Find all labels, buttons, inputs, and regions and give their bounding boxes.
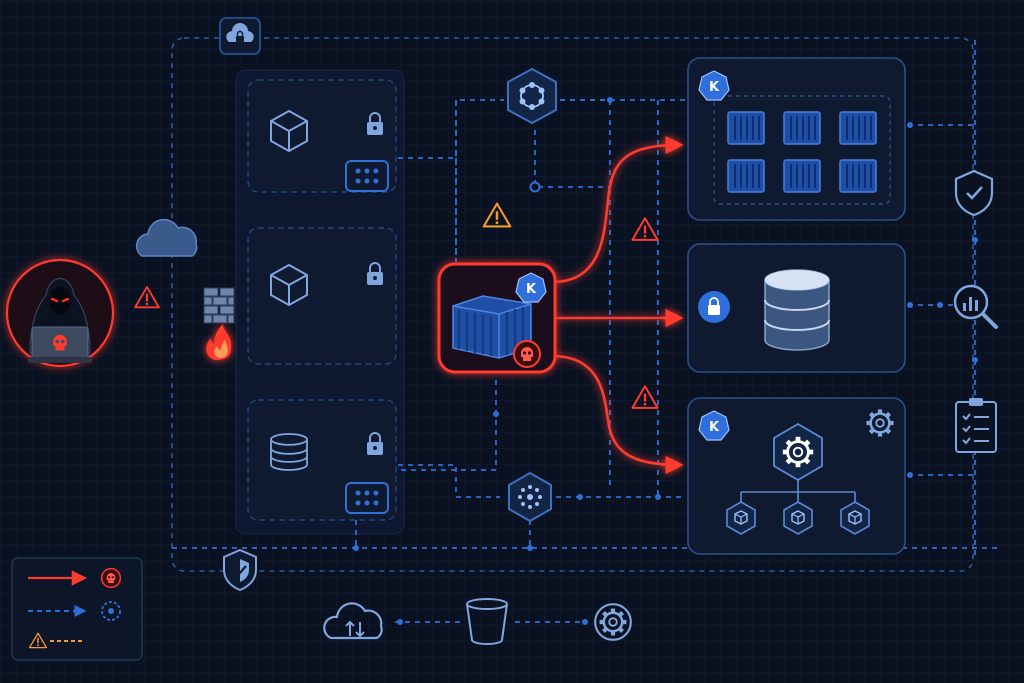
cube-icon: [840, 501, 870, 535]
cloud-icon: [135, 218, 198, 257]
storage-bucket-icon[interactable]: [466, 598, 508, 645]
dots-grid-icon: [345, 482, 389, 514]
skull-icon: [100, 567, 122, 589]
target-database-store[interactable]: [687, 243, 906, 373]
firewall-on-fire-icon[interactable]: [203, 287, 235, 360]
skull-icon: [53, 334, 67, 351]
shield-check-icon[interactable]: [954, 169, 994, 217]
legend-alert: [28, 632, 84, 649]
network-flow-nodes: [353, 97, 978, 625]
network-node-icon[interactable]: [508, 471, 552, 523]
shipping-container-icon: [452, 295, 532, 359]
legend: [11, 557, 143, 661]
legend-attack-path: [28, 567, 122, 589]
skull-icon: [513, 340, 541, 368]
checklist-icon[interactable]: [955, 398, 997, 453]
database-icon: [764, 269, 830, 351]
target-node-pool-cluster[interactable]: [687, 57, 906, 221]
lock-icon: [698, 291, 730, 323]
cube-icon: [726, 501, 756, 535]
cube-icon: [783, 501, 813, 535]
workload-panel-2[interactable]: [247, 227, 397, 365]
cloud-sync-icon[interactable]: [323, 602, 383, 640]
attack-paths-out: [551, 135, 684, 475]
attacker[interactable]: [5, 258, 115, 368]
legend-network-flow: [28, 601, 121, 621]
workload-panel-3[interactable]: [247, 399, 397, 521]
shield-check-icon: [223, 548, 257, 592]
cloud-lock-icon: [219, 17, 261, 55]
magnifier-chart-icon[interactable]: [953, 284, 998, 329]
target-control-plane[interactable]: [687, 397, 906, 555]
compromised-container[interactable]: [437, 262, 557, 374]
workload-panel-1[interactable]: [247, 79, 397, 193]
network-node-icon: [101, 601, 121, 621]
gear-icon[interactable]: [594, 603, 632, 641]
network-hub-icon[interactable]: [507, 67, 557, 125]
dots-grid-icon: [345, 160, 389, 192]
